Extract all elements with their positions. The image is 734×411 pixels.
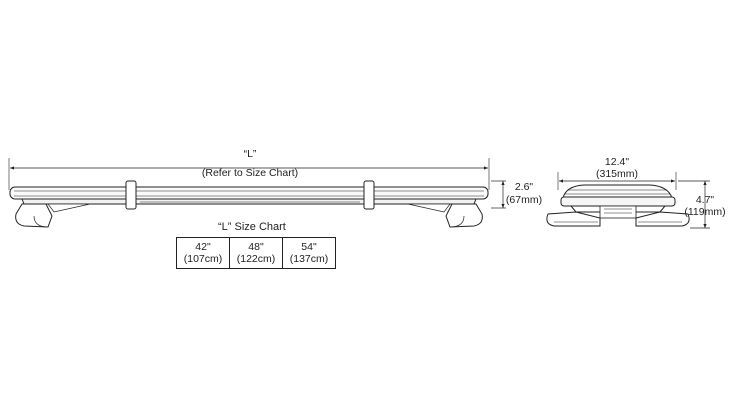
side-height-inches: 4.7"	[695, 194, 715, 206]
length-label: “L”	[243, 148, 257, 160]
height-dimension-side	[678, 180, 710, 229]
size-inches: 48"	[248, 241, 264, 253]
side-depth-inches: 12.4"	[604, 156, 630, 168]
side-depth-mm: (315mm)	[595, 168, 638, 180]
size-inches: 54"	[301, 241, 317, 253]
size-cm: (107cm)	[183, 253, 223, 265]
size-chart-table: 42" (107cm) 48" (122cm) 54" (137cm)	[176, 237, 336, 269]
height-dimension-front	[491, 180, 506, 209]
size-chart-title: “L” Size Chart	[218, 221, 286, 233]
light-bar-side-view	[546, 172, 690, 227]
front-height-mm: (67mm)	[505, 194, 543, 206]
light-bar-front-view	[8, 158, 490, 228]
size-chart-cell: 42" (107cm)	[176, 237, 230, 269]
length-note: (Refer to Size Chart)	[201, 167, 299, 179]
size-cm: (122cm)	[236, 253, 276, 265]
size-chart-cell: 54" (137cm)	[282, 237, 336, 269]
size-chart-cell: 48" (122cm)	[229, 237, 283, 269]
size-inches: 42"	[195, 241, 211, 253]
front-height-inches: 2.6"	[514, 181, 534, 193]
size-cm: (137cm)	[289, 253, 329, 265]
side-height-mm: (119mm)	[684, 206, 726, 218]
